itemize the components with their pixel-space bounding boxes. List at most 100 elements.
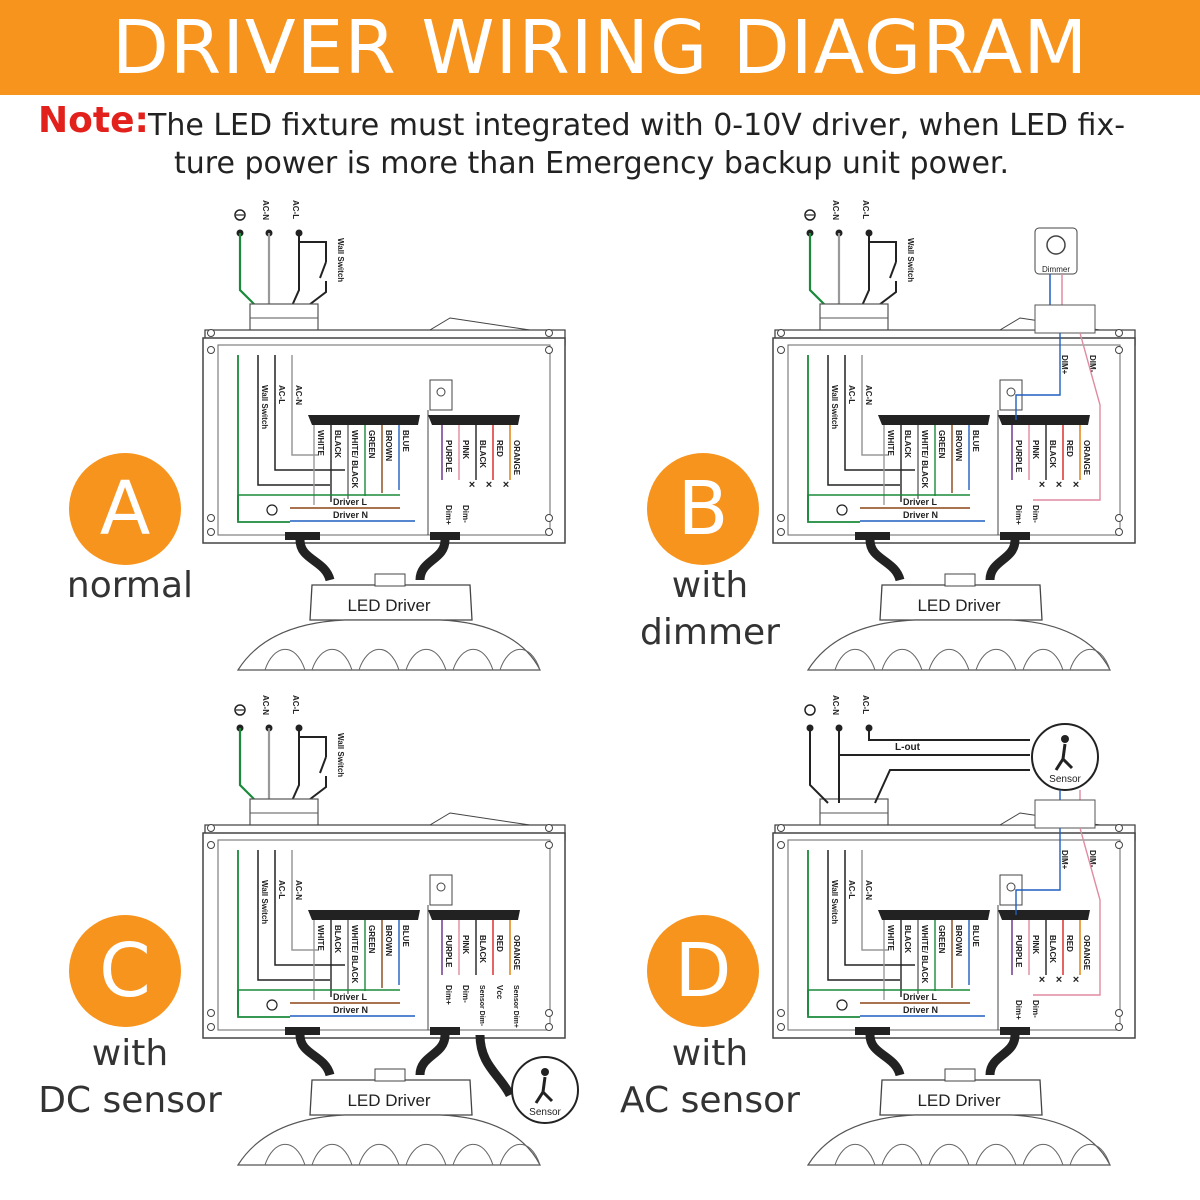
cap-mark-icon: ×	[1039, 974, 1045, 986]
dim-minus-label: Dim-	[461, 985, 470, 1003]
dim-wire-label: ORANGE	[512, 935, 521, 971]
strain-relief	[855, 532, 890, 540]
dim-wire-label: PURPLE	[1014, 440, 1023, 473]
driver-n-label: Driver N	[333, 510, 368, 520]
driver-n-label: Driver N	[903, 1005, 938, 1015]
ground-wire	[809, 728, 829, 804]
wire-color-label: WHITE	[316, 430, 325, 456]
dim-plus-label: Dim+	[1014, 505, 1023, 525]
ground-symbol-icon	[266, 999, 278, 1011]
cap-mark-icon: ×	[469, 479, 475, 491]
sensor-label: Sensor	[529, 1107, 561, 1118]
switch-wire	[304, 281, 327, 309]
led-driver-knob	[374, 573, 406, 587]
dim-minus-label: Dim-	[1031, 505, 1040, 523]
switch-wire	[874, 281, 897, 309]
ac-l-label: AC-L	[277, 385, 286, 404]
variant-c-caption: with DC sensor	[20, 1030, 240, 1124]
fixture-body	[806, 1114, 1111, 1166]
dim-plus-label: Dim+	[444, 505, 453, 525]
dim-terminal-strip	[428, 910, 520, 920]
wire	[861, 355, 888, 456]
fixture-body	[236, 1114, 541, 1166]
cap-mark-icon: ×	[1039, 479, 1045, 491]
dimmer-housing	[1034, 227, 1078, 275]
driver-n-label: Driver N	[333, 1005, 368, 1015]
variant-a-badge: A	[69, 453, 181, 565]
wall-switch-label: Wall Switch	[260, 880, 269, 924]
strain-relief	[430, 1027, 460, 1035]
variant-c-caption-line-2: DC sensor	[38, 1080, 222, 1121]
fixture-fin	[1069, 1143, 1111, 1166]
switch-wire	[869, 241, 897, 262]
fixture-fin	[881, 1143, 923, 1166]
cap-mark-icon: ×	[1073, 974, 1079, 986]
dim-terminal-strip	[998, 415, 1090, 425]
screw-icon	[207, 1023, 215, 1031]
sensor-label: Sensor	[1049, 774, 1081, 785]
fixture-fin	[452, 1143, 494, 1166]
wall-switch-label: Wall Switch	[336, 238, 345, 282]
wire	[257, 355, 330, 486]
dim-wire	[1033, 332, 1101, 501]
dim-minus-label: Dim-	[1031, 1000, 1040, 1018]
led-driver-label: LED Driver	[347, 596, 430, 615]
screw-icon	[777, 329, 785, 337]
vcc-label: Vcc	[495, 985, 504, 1000]
live-wire	[868, 728, 1030, 741]
dim-terminal-strip	[428, 415, 520, 425]
sensor-icon	[511, 1056, 579, 1124]
screw-icon	[545, 528, 553, 536]
driver-l-label: Driver L	[333, 992, 368, 1002]
cap-mark-icon: ×	[1073, 479, 1079, 491]
ground-wire-internal	[237, 495, 290, 523]
variant-a-letter: A	[99, 466, 151, 552]
ac-n-label: AC-N	[831, 695, 840, 715]
screw-icon	[1115, 824, 1123, 832]
junction-box	[772, 832, 1136, 1039]
screw-icon	[207, 346, 215, 354]
dim-wire-label: RED	[495, 440, 504, 457]
screw-icon	[436, 387, 446, 397]
dim-wire-label: BLACK	[1048, 440, 1057, 468]
variant-d-caption: with AC sensor	[600, 1030, 820, 1124]
ac-l-label: AC-L	[277, 880, 286, 899]
fixture-fin	[1069, 648, 1111, 671]
junction-box	[202, 337, 566, 544]
dim-wire-label: PINK	[461, 935, 470, 954]
live-wire	[290, 728, 300, 804]
sensor-person-icon	[1061, 757, 1074, 770]
strain-relief	[430, 532, 460, 540]
junction-box-inner	[217, 839, 551, 1031]
screw-icon	[545, 824, 553, 832]
fixture-body	[806, 619, 1111, 671]
screw-icon	[436, 882, 446, 892]
variant-b-caption-line-2: dimmer	[640, 612, 780, 653]
wire-color-label: WHITE/ BLACK	[350, 430, 359, 488]
led-driver-label: LED Driver	[917, 596, 1000, 615]
wire-color-label: GREEN	[367, 430, 376, 459]
dim-plus-caps-label: DIM+	[1060, 355, 1069, 375]
led-driver-housing	[309, 1079, 473, 1116]
fixture-fin	[405, 648, 447, 671]
strain-relief	[855, 1027, 890, 1035]
variant-a-caption: normal	[40, 562, 220, 609]
wire	[861, 850, 888, 951]
screw-icon	[545, 841, 553, 849]
switch-blade	[319, 261, 327, 279]
cable	[415, 1034, 450, 1076]
cap-mark-icon: ×	[1056, 479, 1062, 491]
ac-n-label: AC-N	[261, 200, 270, 220]
switch-wire	[304, 776, 327, 804]
note-text-line-2: ture power is more than Emergency backup…	[174, 146, 1010, 181]
variant-b-badge: B	[647, 453, 759, 565]
ground-symbol-icon	[804, 209, 816, 221]
cable	[865, 1034, 905, 1077]
sensor-cable	[475, 1034, 515, 1098]
sensor-dim-minus-label: Sensor Dim-	[478, 985, 485, 1027]
switch-wire	[299, 241, 327, 262]
dim-wire-label: BLACK	[478, 935, 487, 963]
ac-l-label: AC-L	[847, 385, 856, 404]
